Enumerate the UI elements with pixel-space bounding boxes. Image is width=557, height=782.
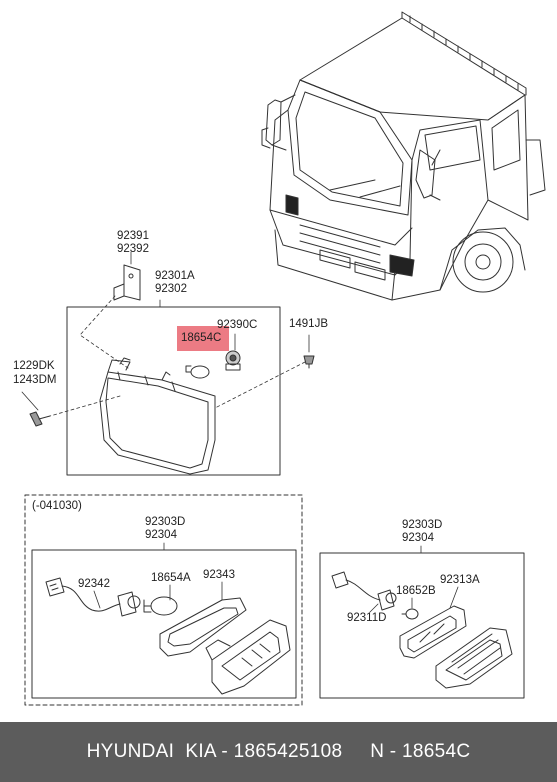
label-18652b: 18652B <box>396 585 436 597</box>
side-lens-right <box>435 627 513 689</box>
label-1491jb: 1491JB <box>289 318 329 330</box>
socket-92390c <box>225 350 241 371</box>
label-92342: 92342 <box>78 578 110 590</box>
screw-1229dk <box>29 411 51 427</box>
parts-diagram <box>21 11 546 706</box>
screw-1491jb <box>303 355 315 369</box>
label-1243dm: 1243DM <box>13 374 57 386</box>
side-marker-harness-92342 <box>45 577 141 617</box>
label-18654c: 18654C <box>181 332 222 344</box>
main-lamp-frame <box>66 306 281 476</box>
label-92391: 92391 <box>117 230 149 242</box>
side-marker-harness-92311d <box>331 571 397 611</box>
label-right-92303d: 92303D <box>402 519 443 531</box>
bulb-18654c <box>185 365 210 379</box>
corner-lamp-assembly <box>99 357 216 475</box>
version-frame <box>24 494 303 706</box>
label-92392: 92392 <box>117 243 149 255</box>
right-side-lamp-frame <box>319 552 525 699</box>
label-left-92304: 92304 <box>145 529 177 541</box>
side-lens-left <box>205 619 291 695</box>
footer-part-number: HYUNDAI KIA - 1865425108 N - 18654C <box>86 741 471 762</box>
gasket-92343 <box>159 597 247 657</box>
label-1229dk: 1229DK <box>13 360 55 372</box>
bracket-92391 <box>113 264 141 301</box>
bulb-18654a <box>143 596 178 616</box>
label-right-92304: 92304 <box>402 532 434 544</box>
gasket-92313a <box>399 605 467 659</box>
bulb-18652b <box>401 608 419 620</box>
label-92343: 92343 <box>203 569 235 581</box>
label-92301a: 92301A <box>155 270 195 282</box>
label-left-92303d: 92303D <box>145 516 186 528</box>
part-highlight-18654c <box>177 326 229 351</box>
label-version: (-041030) <box>32 500 82 512</box>
label-92313a: 92313A <box>440 574 480 586</box>
label-left-18654a: 18654A <box>151 572 191 584</box>
footer-bar: HYUNDAI KIA - 1865425108 N - 18654C <box>0 722 557 782</box>
truck-cab-illustration <box>261 11 546 301</box>
label-92311d: 92311D <box>347 612 387 624</box>
label-92390c: 92390C <box>217 319 258 331</box>
label-92302: 92302 <box>155 283 187 295</box>
